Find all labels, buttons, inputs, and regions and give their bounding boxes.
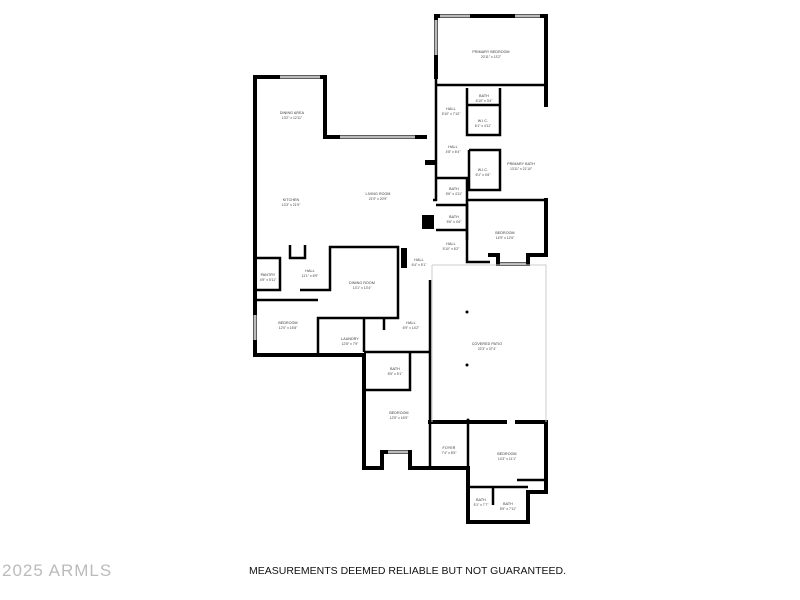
room-dimensions: 5'6" x 4'6" bbox=[447, 220, 463, 224]
room-dimensions: 12'5" x 16'9" bbox=[390, 416, 409, 420]
room-dimensions: 6'10" x 3'4" bbox=[476, 99, 494, 103]
room-dimensions: 4'8" x 6'4" bbox=[446, 150, 462, 154]
disclaimer: MEASUREMENTS DEEMED RELIABLE BUT NOT GUA… bbox=[249, 565, 567, 577]
room-name: BATH bbox=[449, 215, 459, 219]
room-name: W.I.C. bbox=[478, 168, 488, 172]
room-dimensions: 20'11" x 13'2" bbox=[481, 55, 502, 59]
room-name: BATH bbox=[449, 187, 459, 191]
room-dimensions: 6'4" x 5'1" bbox=[412, 263, 428, 267]
room-dimensions: 6'1" x 4'11" bbox=[475, 124, 492, 128]
room-dimensions: 5'9" x 7'11" bbox=[500, 507, 517, 511]
interior-walls bbox=[255, 77, 546, 505]
room-dimensions: 14'3" x 11'1" bbox=[498, 457, 517, 461]
exterior-walls bbox=[253, 14, 548, 524]
room-name: HALL bbox=[406, 321, 415, 325]
room-name: KITCHEN bbox=[283, 198, 300, 202]
room-name: BATH bbox=[476, 498, 486, 502]
room-dimensions: 11'1" x 6'9" bbox=[302, 274, 319, 278]
room-dimensions: 21'9" x 20'9" bbox=[369, 197, 388, 201]
room-dimensions: 13'2" x 12'11" bbox=[282, 116, 303, 120]
room-dimensions: 22'3" x 37'4" bbox=[478, 347, 497, 351]
room-dimensions: 14'9" x 12'6" bbox=[496, 236, 515, 240]
windows bbox=[253, 14, 540, 454]
room-name: BEDROOM bbox=[278, 321, 297, 325]
room-dimensions: 5'1" x 7'7" bbox=[474, 503, 490, 507]
room-name: COVERED PATIO bbox=[472, 342, 502, 346]
room-name: DINING ROOM bbox=[349, 281, 375, 285]
room-dimensions: 4'9" x 5'11" bbox=[260, 278, 277, 282]
room-name: W.I.C. bbox=[478, 119, 488, 123]
room-name: PRIMARY BATH bbox=[507, 162, 535, 166]
room-dimensions: 12'8" x 7'9" bbox=[342, 342, 360, 346]
room-name: HALL bbox=[446, 107, 455, 111]
room-name: PRIMARY BEDROOM bbox=[472, 50, 509, 54]
room-dimensions: 6'9" x 14'2" bbox=[403, 326, 421, 330]
room-name: HALL bbox=[448, 145, 457, 149]
room-label: W.I.C.6'1" x 4'11" bbox=[475, 119, 492, 128]
room-name: FOYER bbox=[443, 446, 456, 450]
watermark: 2025 ARMLS bbox=[2, 561, 113, 580]
room-dimensions: 7'4" x 8'5" bbox=[442, 451, 458, 455]
room-dimensions: 5'10" x 6'2" bbox=[443, 247, 461, 251]
room-name: HALL bbox=[446, 242, 455, 246]
room-label: W.I.C.6'1" x 4'6" bbox=[476, 168, 492, 177]
room-name: BATH bbox=[390, 367, 400, 371]
room-dimensions: 13'1" x 13'4" bbox=[353, 286, 372, 290]
room-name: LIVING ROOM bbox=[365, 192, 390, 196]
room-name: BATH bbox=[503, 502, 513, 506]
room-name: BATH bbox=[479, 94, 489, 98]
room-name: HALL bbox=[414, 258, 423, 262]
patio-outline bbox=[431, 264, 547, 422]
room-name: BEDROOM bbox=[497, 452, 516, 456]
room-dimensions: 8'5" x 5'1" bbox=[388, 372, 404, 376]
room-name: LAUNDRY bbox=[341, 337, 359, 341]
room-name: DINING AREA bbox=[280, 111, 305, 115]
room-name: PANTRY bbox=[261, 273, 276, 277]
room-dimensions: 6'1" x 4'6" bbox=[476, 173, 492, 177]
room-name: BEDROOM bbox=[389, 411, 408, 415]
room-dimensions: 13'11" x 21'10" bbox=[510, 167, 533, 171]
room-dimensions: 5'6" x 4'11" bbox=[446, 192, 463, 196]
room-dimensions: 5'10" x 7'10" bbox=[442, 112, 461, 116]
room-dimensions: 13'3" x 21'9" bbox=[282, 203, 301, 207]
room-name: BEDROOM bbox=[495, 231, 514, 235]
room-dimensions: 12'0" x 15'8" bbox=[279, 326, 298, 330]
room-name: HALL bbox=[305, 269, 314, 273]
